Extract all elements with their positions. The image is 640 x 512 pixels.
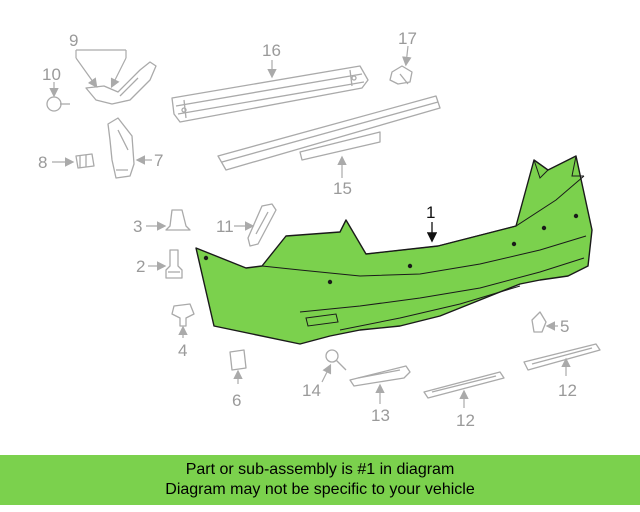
callout-10: 10 [42,65,61,84]
callout-12-right: 12 [558,381,577,400]
callout-1: 1 [426,203,435,222]
part-7-bracket[interactable] [107,117,135,179]
callout-8: 8 [38,153,47,172]
callout-14: 14 [302,381,321,400]
callout-11: 11 [216,217,234,236]
part-11-reflector[interactable] [247,203,277,247]
part-14-bolt[interactable] [325,349,347,371]
callout-5: 5 [560,317,569,336]
part-8-clip[interactable] [75,153,95,169]
callout-9: 9 [69,31,78,50]
part-10-bolt[interactable] [46,96,70,112]
leader-9b [110,57,127,89]
callout-4: 4 [178,341,187,360]
callout-15: 15 [333,179,352,198]
leader-9-bracket [75,49,127,58]
info-banner: Part or sub-assembly is #1 in diagram Di… [0,455,640,505]
part-3-retainer[interactable] [165,209,191,231]
part-6-pad[interactable] [229,349,247,371]
callout-13: 13 [371,406,390,425]
part-4-push-clip[interactable] [171,303,195,327]
leader-17 [402,45,412,67]
callout-2: 2 [136,257,145,276]
exploded-parts-diagram: 16 15 17 9 10 7 8 3 [38,29,601,430]
callout-16: 16 [262,41,281,60]
banner-line-2: Diagram may not be specific to your vehi… [165,481,475,498]
part-2-bolt[interactable] [165,249,183,279]
part-15-energy-absorber[interactable] [217,95,441,171]
leader-14 [321,363,332,383]
part-5-clip[interactable] [531,311,547,333]
part-12-molding-center[interactable] [423,371,505,399]
callout-7: 7 [154,151,163,170]
callout-17: 17 [398,29,417,48]
callout-3: 3 [133,217,142,236]
part-13-garnish[interactable] [349,365,411,387]
part-16-reinforcement-beam[interactable] [171,65,369,123]
part-1-bumper-cover[interactable] [195,155,593,345]
banner-line-1: Part or sub-assembly is #1 in diagram [185,461,455,478]
callout-12-center: 12 [456,411,475,430]
part-9-side-bracket[interactable] [85,61,157,105]
part-12-molding-right[interactable] [523,343,601,371]
callout-6: 6 [232,391,241,410]
leader-9a [75,57,98,88]
part-17-bolt[interactable] [389,65,413,85]
